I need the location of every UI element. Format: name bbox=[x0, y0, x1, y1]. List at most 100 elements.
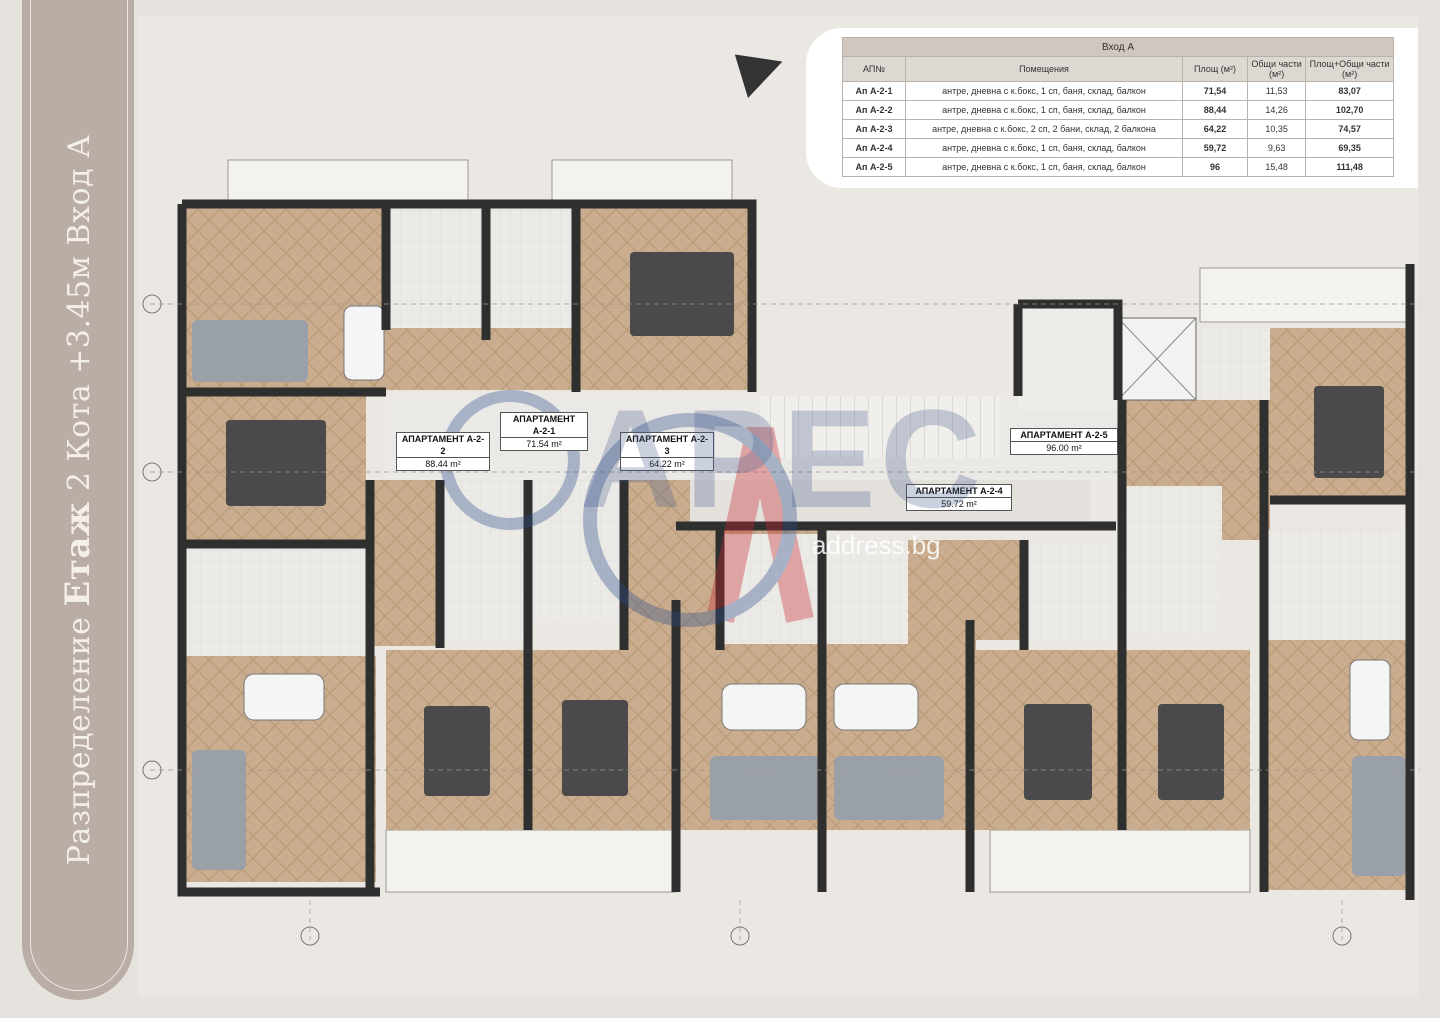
table-cell: антре, дневна с к.бокс, 1 сп, баня, скла… bbox=[905, 81, 1183, 101]
kitchen-a21 bbox=[386, 208, 486, 328]
dining-table-a21 bbox=[343, 305, 385, 381]
column-header: Площ (м²) bbox=[1182, 56, 1248, 82]
table-cell: 69,35 bbox=[1305, 138, 1394, 158]
sofa-a23 bbox=[710, 756, 820, 820]
area-table: Вход А АП№ Помещения Площ (м²) Общи част… bbox=[842, 37, 1394, 177]
apartment-name: АПАРТАМЕНТ А-2-5 bbox=[1011, 429, 1117, 442]
kitchen-a25 bbox=[1268, 530, 1410, 640]
elevator-cross bbox=[1117, 317, 1197, 401]
table-cell: 88,44 bbox=[1182, 100, 1248, 120]
apartment-label-a21: АПАРТАМЕНТ А-2-1 71.54 m² bbox=[500, 412, 588, 451]
bathroom-a22 bbox=[440, 480, 528, 640]
apartment-area: 64.22 m² bbox=[649, 459, 685, 469]
storage-a25 bbox=[1200, 328, 1270, 398]
sofa-a24 bbox=[834, 756, 944, 820]
table-cell: Ап А-2-2 bbox=[842, 100, 906, 120]
table-cell: антре, дневна с к.бокс, 1 сп, баня, скла… bbox=[905, 138, 1183, 158]
apartment-area: 59.72 m² bbox=[941, 499, 977, 509]
staircase bbox=[760, 396, 1000, 458]
hall-a21 bbox=[386, 328, 576, 390]
column-header: Площ+Общи части (м²) bbox=[1305, 56, 1394, 82]
bed-2-a25 bbox=[1158, 704, 1224, 800]
table-row: Ап А-2-3 антре, дневна с к.бокс, 2 сп, 2… bbox=[842, 119, 1394, 139]
table-cell: 11,53 bbox=[1246, 81, 1307, 101]
sofa-a21 bbox=[192, 320, 308, 382]
apartment-label-a22: АПАРТАМЕНТ А-2-2 88.44 m² bbox=[396, 432, 490, 471]
apartment-label-a23: АПАРТАМЕНТ А-2-3 64.22 m² bbox=[620, 432, 714, 471]
sofa-a25 bbox=[1352, 756, 1406, 876]
table-cell: Ап А-2-5 bbox=[842, 157, 906, 177]
apartment-label-a25: АПАРТАМЕНТ А-2-5 96.00 m² bbox=[1010, 428, 1118, 455]
table-cell: 111,48 bbox=[1305, 157, 1394, 177]
apartment-area: 96.00 m² bbox=[1046, 443, 1082, 453]
dining-table-a22 bbox=[243, 673, 325, 721]
table-cell: 102,70 bbox=[1305, 100, 1394, 120]
kitchen-a24 bbox=[826, 540, 908, 644]
table-cell: 74,57 bbox=[1305, 119, 1394, 139]
table-cell: 83,07 bbox=[1305, 81, 1394, 101]
table-cell: антре, дневна с к.бокс, 1 сп, баня, скла… bbox=[905, 100, 1183, 120]
balcony-bottom-left bbox=[385, 829, 677, 893]
table-cell: 59,72 bbox=[1182, 138, 1248, 158]
kitchen-a22 bbox=[186, 546, 376, 656]
table-cell: 64,22 bbox=[1182, 119, 1248, 139]
bed-2-a22 bbox=[424, 706, 490, 796]
column-header: Помещения bbox=[905, 56, 1183, 82]
dining-table-a24 bbox=[833, 683, 919, 731]
bed-a21 bbox=[630, 252, 734, 336]
table-cell: Ап А-2-1 bbox=[842, 81, 906, 101]
table-cell: 9,63 bbox=[1246, 138, 1307, 158]
table-cell: Ап А-2-3 bbox=[842, 119, 906, 139]
table-cell: 15,48 bbox=[1246, 157, 1307, 177]
bathroom-a24 bbox=[1028, 540, 1124, 640]
grid-axes bbox=[150, 303, 1420, 940]
sofa-a22 bbox=[192, 750, 246, 870]
corridor-extension bbox=[690, 480, 1090, 526]
table-row: Ап А-2-4 антре, дневна с к.бокс, 1 сп, б… bbox=[842, 138, 1394, 158]
table-cell: 71,54 bbox=[1182, 81, 1248, 101]
apartment-label-a24: АПАРТАМЕНТ А-2-4 59.72 m² bbox=[906, 484, 1012, 511]
hall-a22 bbox=[366, 480, 440, 646]
stairwell-landing bbox=[1018, 304, 1118, 410]
bathroom-a25 bbox=[1120, 486, 1222, 634]
column-header: АП№ bbox=[842, 56, 906, 82]
apartment-name: АПАРТАМЕНТ А-2-1 bbox=[501, 413, 587, 438]
apartment-name: АПАРТАМЕНТ А-2-4 bbox=[907, 485, 1011, 498]
watermark-brand: АРЕС bbox=[580, 380, 985, 537]
table-cell: 96 bbox=[1182, 157, 1248, 177]
table-header-row: АП№ Помещения Площ (м²) Общи части (м²) … bbox=[842, 56, 1394, 82]
watermark-site: address.bg bbox=[812, 530, 941, 560]
table-cell: Ап А-2-4 bbox=[842, 138, 906, 158]
kitchen-a23 bbox=[722, 534, 818, 644]
bathroom-a21 bbox=[486, 208, 576, 338]
table-row: Ап А-2-5 антре, дневна с к.бокс, 1 сп, б… bbox=[842, 157, 1394, 177]
table-title: Вход А bbox=[842, 37, 1394, 57]
table-cell: 10,35 bbox=[1246, 119, 1307, 139]
grid-bubbles bbox=[142, 294, 1352, 946]
north-arrow-icon bbox=[734, 54, 783, 98]
apartment-name: АПАРТАМЕНТ А-2-3 bbox=[621, 433, 713, 458]
table-cell: антре, дневна с к.бокс, 2 сп, 2 бани, ск… bbox=[905, 119, 1183, 139]
balcony-bottom-right bbox=[989, 829, 1251, 893]
dining-table-a23 bbox=[721, 683, 807, 731]
balcony-top-left bbox=[227, 159, 469, 201]
bed-a24 bbox=[1024, 704, 1092, 800]
table-row: Ап А-2-1 антре, дневна с к.бокс, 1 сп, б… bbox=[842, 81, 1394, 101]
dining-table-a25 bbox=[1349, 659, 1391, 741]
bed-a25 bbox=[1314, 386, 1384, 478]
bed-a22 bbox=[226, 420, 326, 506]
table-cell: 14,26 bbox=[1246, 100, 1307, 120]
table-cell: антре, дневна с к.бокс, 1 сп, баня, скла… bbox=[905, 157, 1183, 177]
bed-a23 bbox=[562, 700, 628, 796]
apartment-name: АПАРТАМЕНТ А-2-2 bbox=[397, 433, 489, 458]
column-header: Общи части (м²) bbox=[1246, 56, 1307, 82]
table-row: Ап А-2-2 антре, дневна с к.бокс, 1 сп, б… bbox=[842, 100, 1394, 120]
bathroom-a23 bbox=[528, 480, 624, 620]
balcony-top-right bbox=[1199, 267, 1411, 323]
apartment-area: 88.44 m² bbox=[425, 459, 461, 469]
balcony-top-middle bbox=[551, 159, 733, 201]
apartment-area: 71.54 m² bbox=[526, 439, 562, 449]
title-band bbox=[22, 0, 134, 1000]
title-band-border bbox=[30, 0, 128, 991]
